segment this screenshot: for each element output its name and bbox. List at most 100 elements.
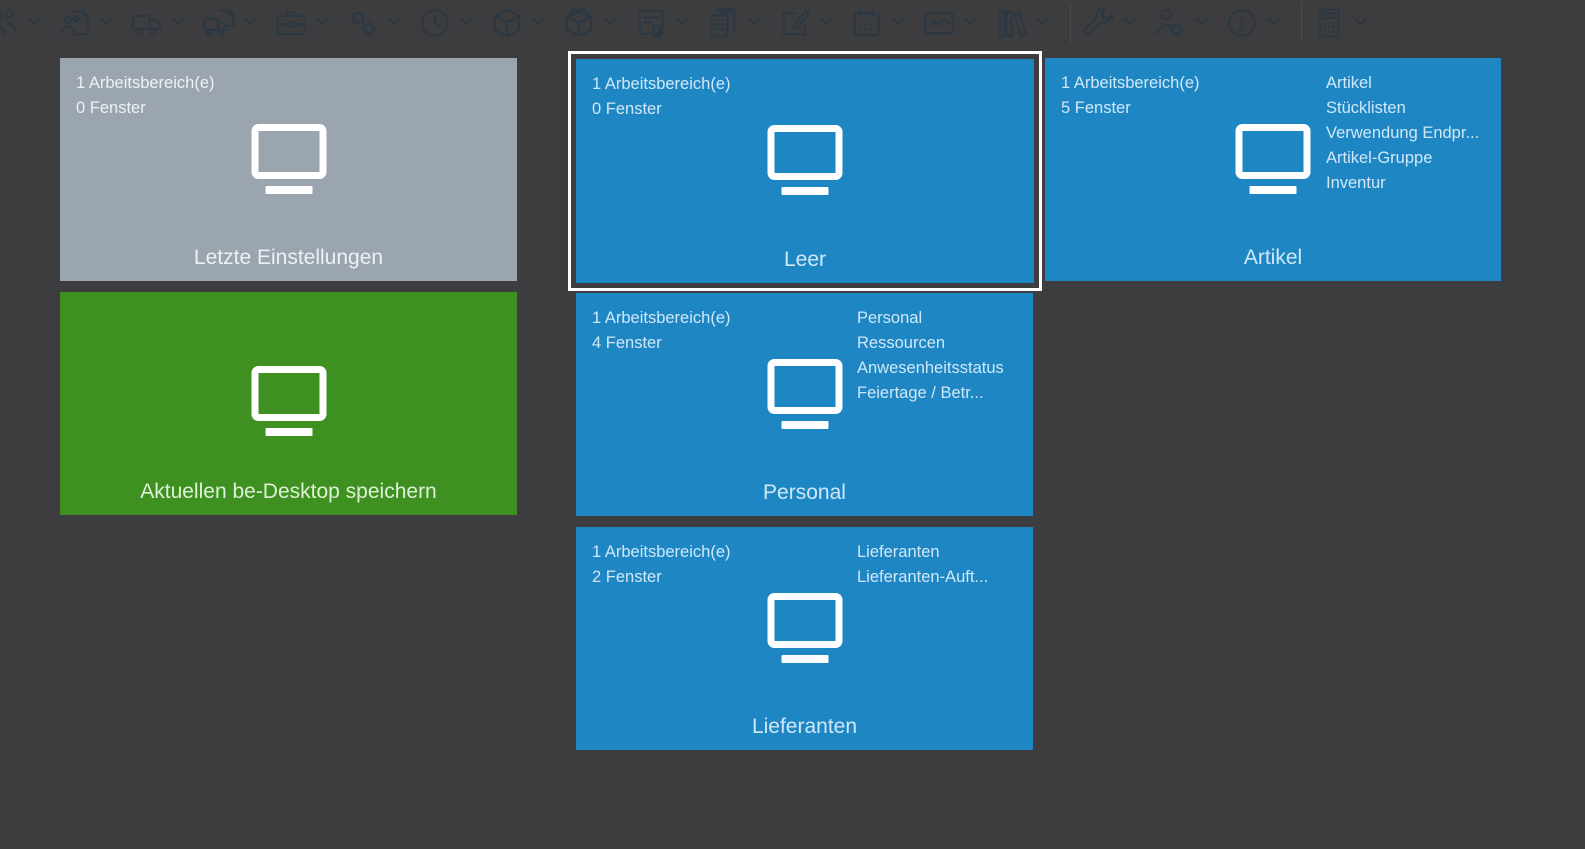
workspace-count: 1 Arbeitsbereich(e) (592, 75, 731, 93)
tile-leer[interactable]: 1 Arbeitsbereich(e) 0 Fenster Leer (576, 59, 1034, 283)
toolbar-item-package[interactable] (490, 6, 562, 40)
user-gear-icon (1153, 6, 1187, 40)
toolbar-separator (1070, 3, 1071, 43)
chevron-down-icon[interactable] (316, 14, 329, 32)
tile-title: Personal (763, 481, 846, 504)
clock-icon (418, 6, 452, 40)
edit-icon (778, 6, 812, 40)
briefcase-icon (274, 6, 308, 40)
chevron-down-icon[interactable] (820, 14, 833, 32)
chevron-down-icon[interactable] (1267, 14, 1280, 32)
window-list: Artikel Stücklisten Verwendung Endpr... … (1326, 71, 1495, 196)
window-list-item: Inventur (1326, 174, 1386, 192)
monitor-icon (1235, 124, 1311, 194)
staff-document-icon (58, 6, 92, 40)
document-certificate-icon (634, 6, 668, 40)
workspace-count: 1 Arbeitsbereich(e) (592, 309, 731, 327)
toolbar-item-clock[interactable] (418, 6, 490, 40)
users-icon (0, 6, 20, 40)
tile-title: Leer (783, 248, 827, 271)
wrench-icon (1081, 6, 1115, 40)
chevron-down-icon[interactable] (172, 14, 185, 32)
toolbar-item-truck[interactable] (130, 6, 202, 40)
monitor-icon (767, 359, 842, 429)
tile-counts: 1 Arbeitsbereich(e) 0 Fenster (592, 72, 731, 122)
chevron-down-icon[interactable] (892, 14, 905, 32)
toolbar-item-calculator[interactable] (1312, 6, 1384, 40)
documents-copy-icon (706, 6, 740, 40)
calculator-icon (1312, 6, 1346, 40)
workspace-count: 1 Arbeitsbereich(e) (592, 543, 731, 561)
tile-counts: 1 Arbeitsbereich(e) 4 Fenster (592, 306, 731, 356)
toolbar (0, 0, 1585, 46)
toolbar-item-package-open[interactable] (562, 6, 634, 40)
package-open-icon (562, 6, 596, 40)
info-icon (1225, 6, 1259, 40)
chevron-down-icon[interactable] (1036, 14, 1049, 32)
tile-counts: 1 Arbeitsbereich(e) 2 Fenster (592, 540, 731, 590)
toolbar-item-documents-copy[interactable] (706, 6, 778, 40)
tile-letzte-einstellungen[interactable]: 1 Arbeitsbereich(e) 0 Fenster Letzte Ein… (60, 58, 517, 281)
chevron-down-icon[interactable] (1354, 14, 1367, 32)
window-list: Lieferanten Lieferanten-Auft... (857, 540, 1027, 590)
tile-personal[interactable]: 1 Arbeitsbereich(e) 4 Fenster Personal R… (576, 293, 1033, 516)
window-list-item: Lieferanten-Auft... (857, 568, 989, 586)
chevron-down-icon[interactable] (388, 14, 401, 32)
chevron-down-icon[interactable] (460, 14, 473, 32)
window-list-item: Feiertage / Betr... (857, 384, 984, 402)
tile-artikel[interactable]: 1 Arbeitsbereich(e) 5 Fenster Artikel St… (1045, 58, 1501, 281)
tile-counts: 1 Arbeitsbereich(e) 0 Fenster (76, 71, 215, 121)
toolbar-item-wrench[interactable] (1081, 6, 1153, 40)
tile-title: Artikel (1243, 246, 1303, 269)
monitor-icon (251, 124, 326, 194)
gears-icon (346, 6, 380, 40)
toolbar-item-gears[interactable] (346, 6, 418, 40)
package-icon (490, 6, 524, 40)
toolbar-item-truck-document[interactable] (202, 6, 274, 40)
window-list-item: Artikel (1326, 74, 1372, 92)
chevron-down-icon[interactable] (1195, 14, 1208, 32)
chevron-down-icon[interactable] (676, 14, 689, 32)
window-list-item: Stücklisten (1326, 99, 1406, 117)
truck-icon (130, 6, 164, 40)
window-list-item: Lieferanten (857, 543, 940, 561)
toolbar-item-info[interactable] (1225, 6, 1297, 40)
window-count: 0 Fenster (592, 100, 662, 118)
calendar-icon (850, 6, 884, 40)
toolbar-item-users[interactable] (0, 6, 58, 40)
toolbar-item-briefcase[interactable] (274, 6, 346, 40)
chevron-down-icon[interactable] (604, 14, 617, 32)
window-list-item: Verwendung Endpr... (1326, 124, 1480, 142)
toolbar-item-edit[interactable] (778, 6, 850, 40)
window-list-item: Personal (857, 309, 923, 327)
monitor-icon (767, 593, 842, 663)
chevron-down-icon[interactable] (100, 14, 113, 32)
toolbar-item-line-chart[interactable] (922, 6, 994, 40)
books-icon (994, 6, 1028, 40)
toolbar-item-user-gear[interactable] (1153, 6, 1225, 40)
chevron-down-icon[interactable] (28, 14, 41, 32)
toolbar-item-calendar[interactable] (850, 6, 922, 40)
tile-save-desktop[interactable]: Aktuellen be-Desktop speichern (60, 292, 517, 515)
tile-title: Letzte Einstellungen (193, 246, 384, 269)
tile-title: Aktuellen be-Desktop speichern (140, 480, 437, 503)
workspace-count: 1 Arbeitsbereich(e) (76, 74, 215, 92)
toolbar-item-document-certificate[interactable] (634, 6, 706, 40)
monitor-icon (767, 125, 843, 195)
window-list-item: Anwesenheitsstatus (857, 359, 1004, 377)
tile-lieferanten[interactable]: 1 Arbeitsbereich(e) 2 Fenster Lieferante… (576, 527, 1033, 750)
chevron-down-icon[interactable] (244, 14, 257, 32)
tile-title: Lieferanten (751, 715, 858, 738)
window-list: Personal Ressourcen Anwesenheitsstatus F… (857, 306, 1027, 406)
chevron-down-icon[interactable] (1123, 14, 1136, 32)
monitor-icon (251, 366, 326, 436)
chevron-down-icon[interactable] (748, 14, 761, 32)
toolbar-item-staff-document[interactable] (58, 6, 130, 40)
window-list-item: Ressourcen (857, 334, 946, 352)
window-count: 0 Fenster (76, 99, 146, 117)
toolbar-item-books[interactable] (994, 6, 1066, 40)
tile-counts: 1 Arbeitsbereich(e) 5 Fenster (1061, 71, 1200, 121)
chevron-down-icon[interactable] (964, 14, 977, 32)
toolbar-separator (1301, 3, 1302, 43)
chevron-down-icon[interactable] (532, 14, 545, 32)
